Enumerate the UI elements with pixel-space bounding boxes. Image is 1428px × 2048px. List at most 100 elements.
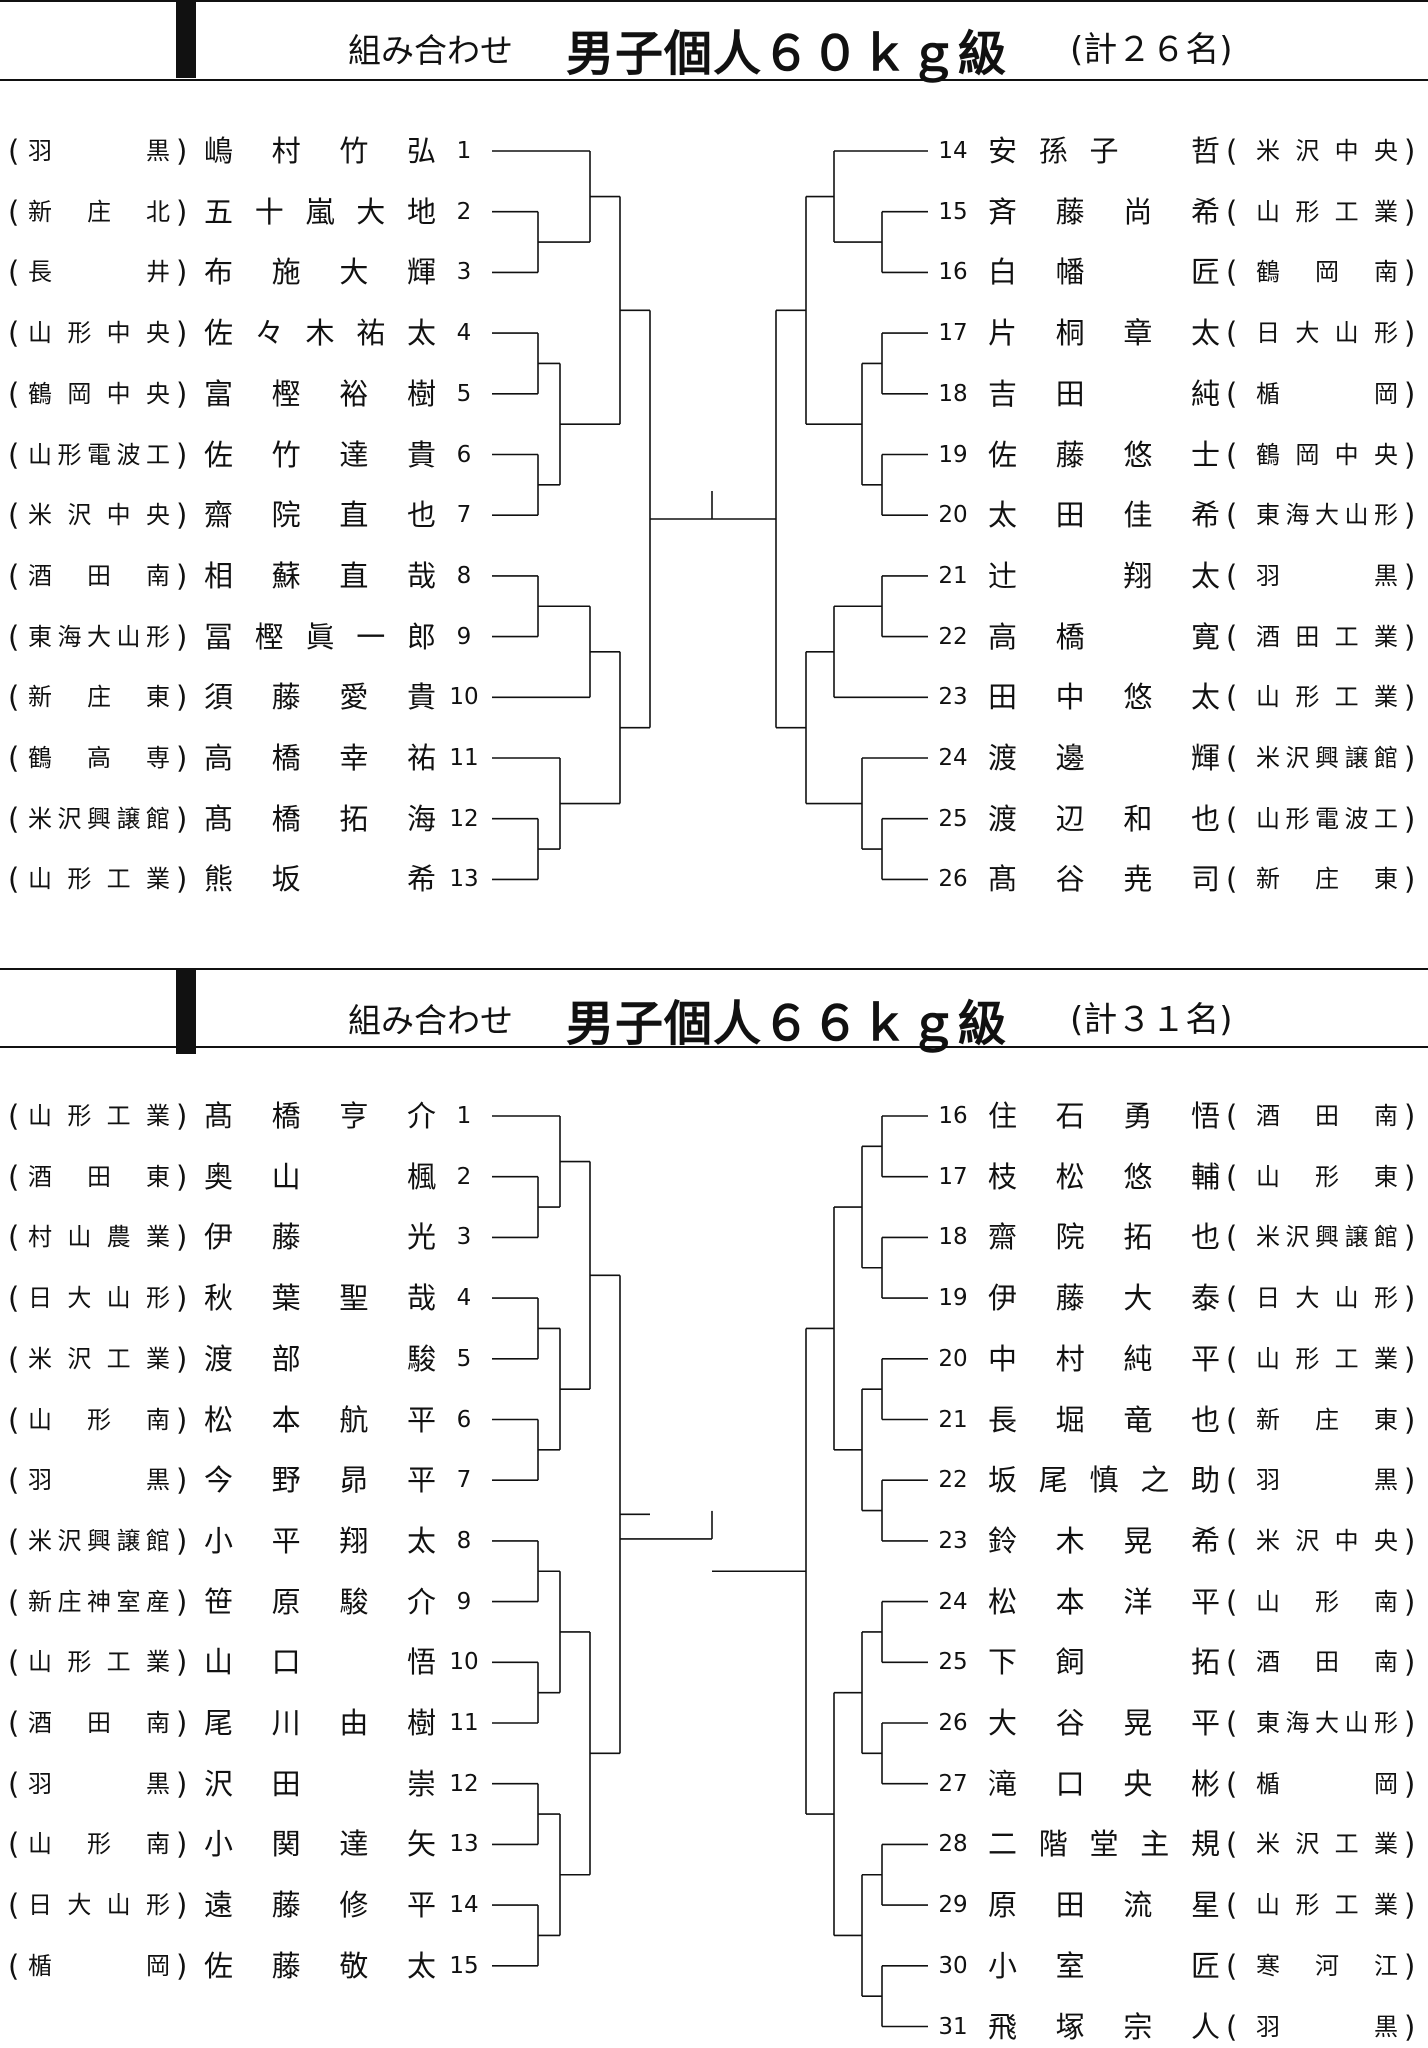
paren-close: ) (1404, 2009, 1416, 2044)
seed-number: 5 (456, 1345, 472, 1372)
paren-close: ) (1404, 1948, 1416, 1983)
paren-close: ) (176, 134, 188, 168)
paren-close: ) (176, 1341, 188, 1376)
paren-open: ( (1226, 1948, 1238, 1983)
paren-close: ) (1404, 741, 1416, 775)
school-name: 山形工業 (1256, 683, 1398, 712)
header-count: (計３１名) (1070, 1000, 1233, 1040)
school-name: 山形工業 (1256, 1891, 1398, 1920)
seed-number: 18 (938, 380, 968, 407)
competitor-name: 小室 匠 (988, 1948, 1220, 1983)
paren-open: ( (1226, 741, 1238, 775)
competitor-name: 佐藤悠士 (988, 437, 1220, 472)
competitor-name: 渡部 駿 (204, 1341, 436, 1376)
competitor-name: 高橋 寛 (988, 619, 1220, 654)
paren-close: ) (1404, 255, 1416, 290)
paren-open: ( (8, 1281, 20, 1316)
paren-close: ) (1404, 194, 1416, 229)
school-name: 米沢興譲館 (28, 1526, 170, 1555)
paren-open: ( (8, 801, 20, 836)
competitor-name: 鈴木晃希 (988, 1523, 1220, 1558)
competitor-name: 坂尾慎之助 (988, 1463, 1220, 1498)
competitor-name: 小平翔太 (204, 1523, 436, 1558)
competitor-name: 富樫裕樹 (204, 376, 436, 411)
seed-number: 7 (456, 502, 472, 529)
competitor-name: 安孫子 哲 (988, 134, 1220, 168)
paren-close: ) (176, 498, 188, 533)
school-name: 羽黒 (1256, 2012, 1398, 2041)
paren-close: ) (1404, 801, 1416, 836)
seed-number: 15 (938, 198, 968, 225)
school-name: 楯岡 (1256, 1769, 1398, 1798)
seed-number: 8 (456, 562, 472, 589)
competitor-name: 高橋幸祐 (204, 741, 436, 775)
seed-number: 8 (456, 1527, 472, 1554)
school-name: 山形南 (28, 1405, 170, 1434)
paren-open: ( (1226, 1402, 1238, 1437)
competitor-name: 伊藤 光 (204, 1220, 436, 1255)
paren-close: ) (1404, 1341, 1416, 1376)
competitor-name: 吉田 純 (988, 376, 1220, 411)
header-top-rule (0, 968, 1428, 970)
seed-number: 23 (938, 1527, 968, 1554)
paren-close: ) (176, 1523, 188, 1558)
paren-open: ( (1226, 1827, 1238, 1862)
paren-open: ( (1226, 619, 1238, 654)
paren-close: ) (1404, 437, 1416, 472)
school-name: 米沢中央 (1256, 137, 1398, 165)
paren-close: ) (176, 619, 188, 654)
seed-number: 1 (456, 1103, 472, 1129)
seed-number: 10 (449, 1649, 479, 1676)
school-name: 新庄北 (28, 197, 170, 226)
school-name: 米沢興譲館 (28, 804, 170, 833)
seed-number: 12 (449, 1770, 479, 1797)
seed-number: 26 (938, 1710, 968, 1736)
paren-open: ( (1226, 437, 1238, 472)
seed-number: 30 (938, 1952, 968, 1979)
paren-close: ) (176, 1159, 188, 1194)
paren-close: ) (176, 255, 188, 290)
header-top-rule (0, 0, 1428, 2)
seed-number: 17 (938, 1163, 968, 1190)
school-name: 酒田南 (1256, 1102, 1398, 1130)
seed-number: 2 (456, 198, 472, 225)
seed-number: 19 (938, 1285, 968, 1312)
paren-open: ( (8, 437, 20, 472)
competitor-name: 滝口央彬 (988, 1766, 1220, 1801)
seed-number: 12 (449, 805, 479, 832)
paren-close: ) (176, 1463, 188, 1498)
paren-open: ( (1226, 1645, 1238, 1680)
seed-number: 18 (938, 1224, 968, 1251)
paren-open: ( (8, 1402, 20, 1437)
school-name: 日大山形 (28, 1284, 170, 1313)
seed-number: 24 (938, 1588, 968, 1615)
school-name: 村山農業 (28, 1223, 170, 1252)
competitor-name: 辻 翔太 (988, 558, 1220, 593)
school-name: 日大山形 (1256, 319, 1398, 348)
competitor-name: 今野昴平 (204, 1463, 436, 1498)
school-name: 山形中央 (28, 319, 170, 348)
seed-number: 9 (456, 1588, 472, 1615)
competitor-name: 熊坂 希 (204, 862, 436, 897)
paren-open: ( (1226, 1523, 1238, 1558)
paren-open: ( (1226, 498, 1238, 533)
seed-number: 1 (456, 138, 472, 164)
seed-number: 21 (938, 1406, 968, 1433)
